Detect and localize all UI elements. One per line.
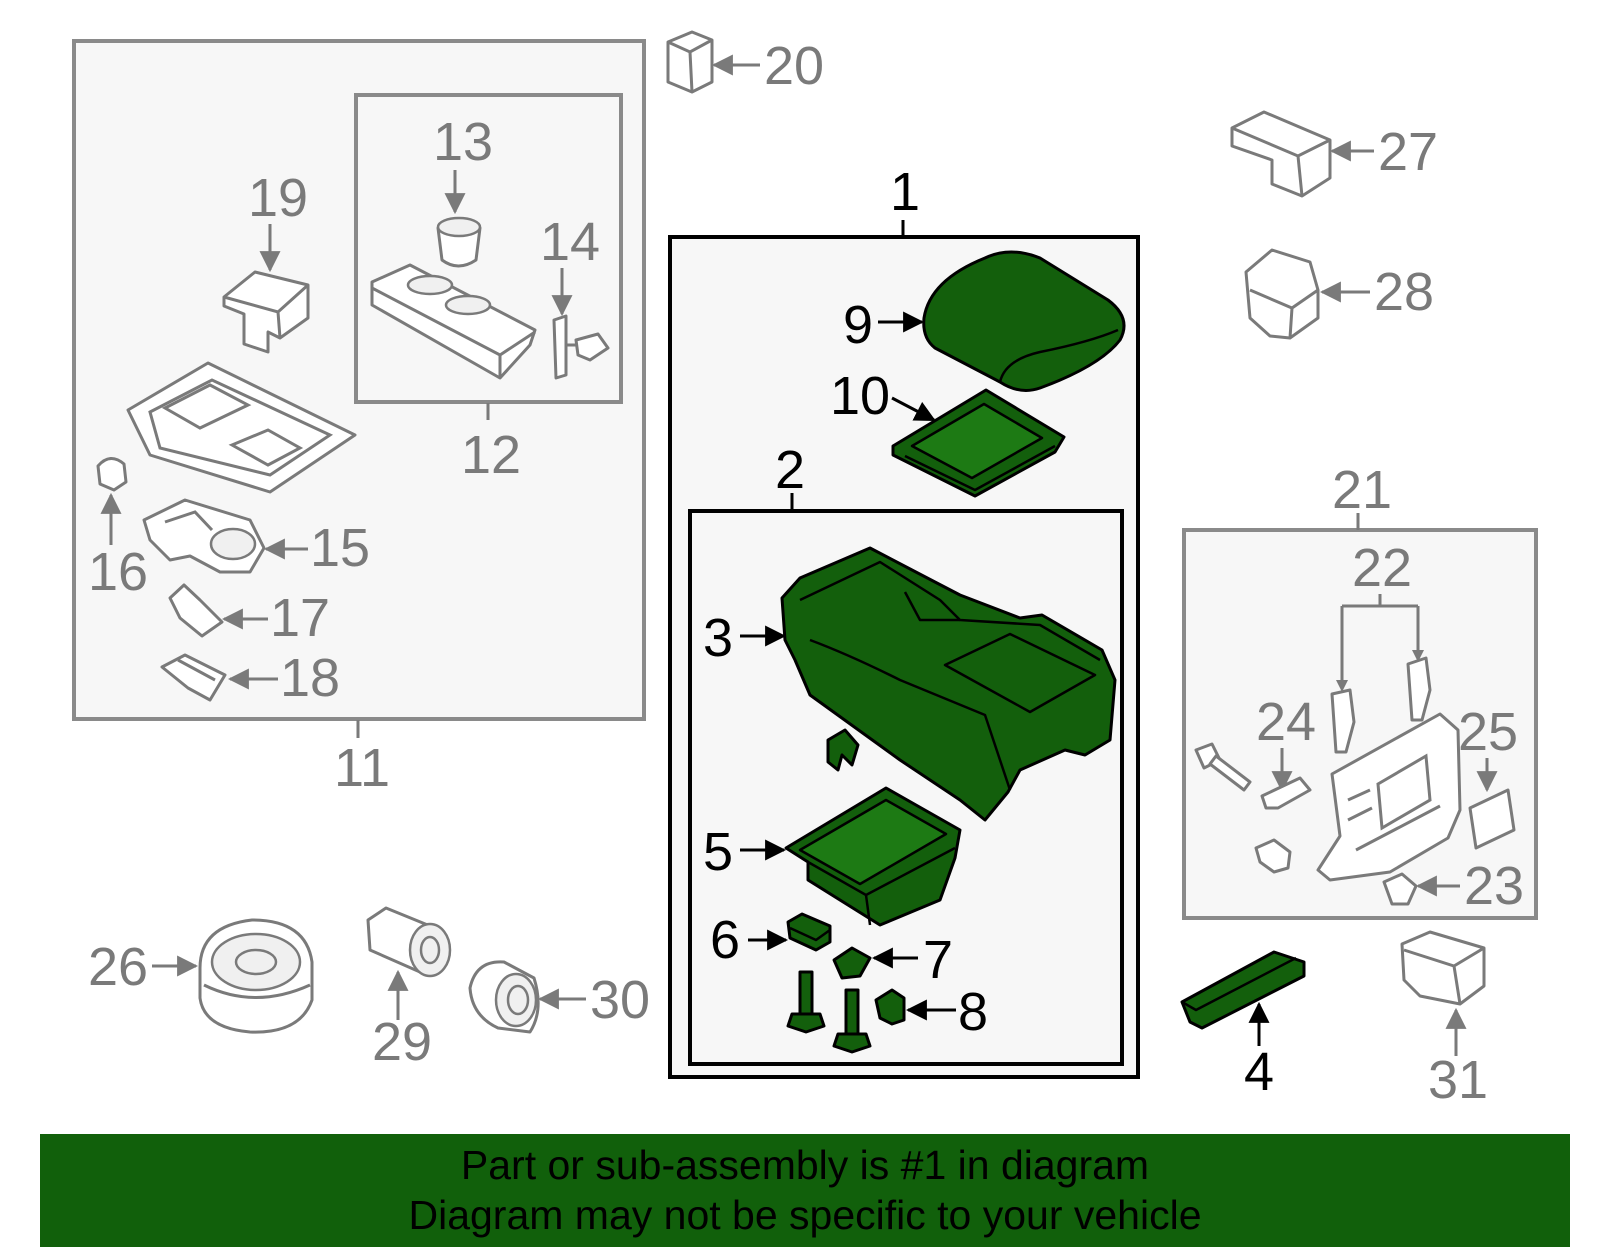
part-29-socket[interactable] bbox=[366, 906, 452, 978]
part-26-vent[interactable] bbox=[198, 918, 314, 1034]
part-11-trim-panel[interactable] bbox=[126, 361, 357, 494]
callout-19: 19 bbox=[248, 168, 308, 228]
part-6-clip[interactable] bbox=[786, 912, 832, 952]
callout-5: 5 bbox=[703, 822, 733, 882]
disclaimer-banner: Part or sub-assembly is #1 in diagram Di… bbox=[40, 1134, 1570, 1247]
callout-30: 30 bbox=[590, 970, 650, 1030]
part-clip-small[interactable] bbox=[826, 728, 860, 772]
part-7-clip[interactable] bbox=[832, 946, 872, 980]
callout-25: 25 bbox=[1458, 702, 1518, 762]
part-clip-21[interactable] bbox=[1254, 838, 1292, 874]
part-21-bezel[interactable] bbox=[1316, 712, 1462, 882]
callout-28: 28 bbox=[1374, 262, 1434, 322]
callout-21: 21 bbox=[1332, 460, 1392, 520]
part-screw-b[interactable] bbox=[832, 988, 872, 1054]
callout-10: 10 bbox=[830, 366, 890, 426]
part-18-clip[interactable] bbox=[160, 653, 227, 702]
callout-14: 14 bbox=[540, 212, 600, 272]
part-3-console-body[interactable] bbox=[780, 546, 1117, 822]
part-screw-a[interactable] bbox=[786, 970, 826, 1034]
part-31-module[interactable] bbox=[1400, 930, 1486, 1006]
part-22-connector-b[interactable] bbox=[1406, 656, 1432, 722]
callout-15: 15 bbox=[310, 518, 370, 578]
part-9-armrest-lid[interactable] bbox=[922, 250, 1126, 392]
part-15-bezel[interactable] bbox=[142, 498, 266, 574]
part-8-clip[interactable] bbox=[874, 988, 906, 1026]
part-13-cup-insert[interactable] bbox=[436, 216, 482, 268]
callout-12: 12 bbox=[461, 425, 521, 485]
callout-1: 1 bbox=[890, 162, 920, 222]
part-30-socket[interactable] bbox=[468, 960, 540, 1034]
part-12-cupholder[interactable] bbox=[370, 263, 537, 380]
part-bolt[interactable] bbox=[1194, 742, 1252, 792]
part-27-switch[interactable] bbox=[1230, 110, 1332, 198]
callout-11: 11 bbox=[334, 738, 390, 798]
part-4-bracket[interactable] bbox=[1180, 950, 1306, 1030]
callout-3: 3 bbox=[703, 608, 733, 668]
part-14-connector[interactable] bbox=[552, 314, 610, 380]
callout-20: 20 bbox=[764, 36, 824, 96]
part-23-clip[interactable] bbox=[1382, 872, 1418, 906]
callout-7: 7 bbox=[923, 930, 953, 990]
callout-6: 6 bbox=[710, 910, 740, 970]
callout-13: 13 bbox=[433, 112, 493, 172]
part-28-switch[interactable] bbox=[1244, 248, 1320, 340]
part-19-switch[interactable] bbox=[222, 270, 310, 354]
callout-29: 29 bbox=[372, 1012, 432, 1072]
callout-9: 9 bbox=[843, 295, 873, 355]
part-25-label[interactable] bbox=[1468, 788, 1516, 850]
callout-4: 4 bbox=[1244, 1042, 1274, 1102]
part-22-connector-a[interactable] bbox=[1330, 688, 1356, 754]
part-20-bracket[interactable] bbox=[666, 30, 714, 94]
callout-17: 17 bbox=[270, 588, 330, 648]
part-16-knob[interactable] bbox=[96, 457, 128, 492]
part-24-bracket[interactable] bbox=[1260, 776, 1312, 810]
callout-24: 24 bbox=[1256, 692, 1316, 752]
callout-2: 2 bbox=[775, 440, 805, 500]
part-5-storage-bin[interactable] bbox=[784, 786, 962, 927]
banner-line-1: Part or sub-assembly is #1 in diagram bbox=[460, 1142, 1150, 1188]
callout-8: 8 bbox=[958, 982, 988, 1042]
callout-31: 31 bbox=[1428, 1050, 1488, 1110]
callout-27: 27 bbox=[1378, 122, 1438, 182]
callout-23: 23 bbox=[1464, 856, 1524, 916]
part-10-tray[interactable] bbox=[891, 388, 1066, 498]
callout-18: 18 bbox=[280, 648, 340, 708]
callout-26: 26 bbox=[88, 937, 148, 997]
banner-line-2: Diagram may not be specific to your vehi… bbox=[408, 1192, 1202, 1238]
callout-16: 16 bbox=[88, 542, 148, 602]
callout-22: 22 bbox=[1352, 538, 1412, 598]
